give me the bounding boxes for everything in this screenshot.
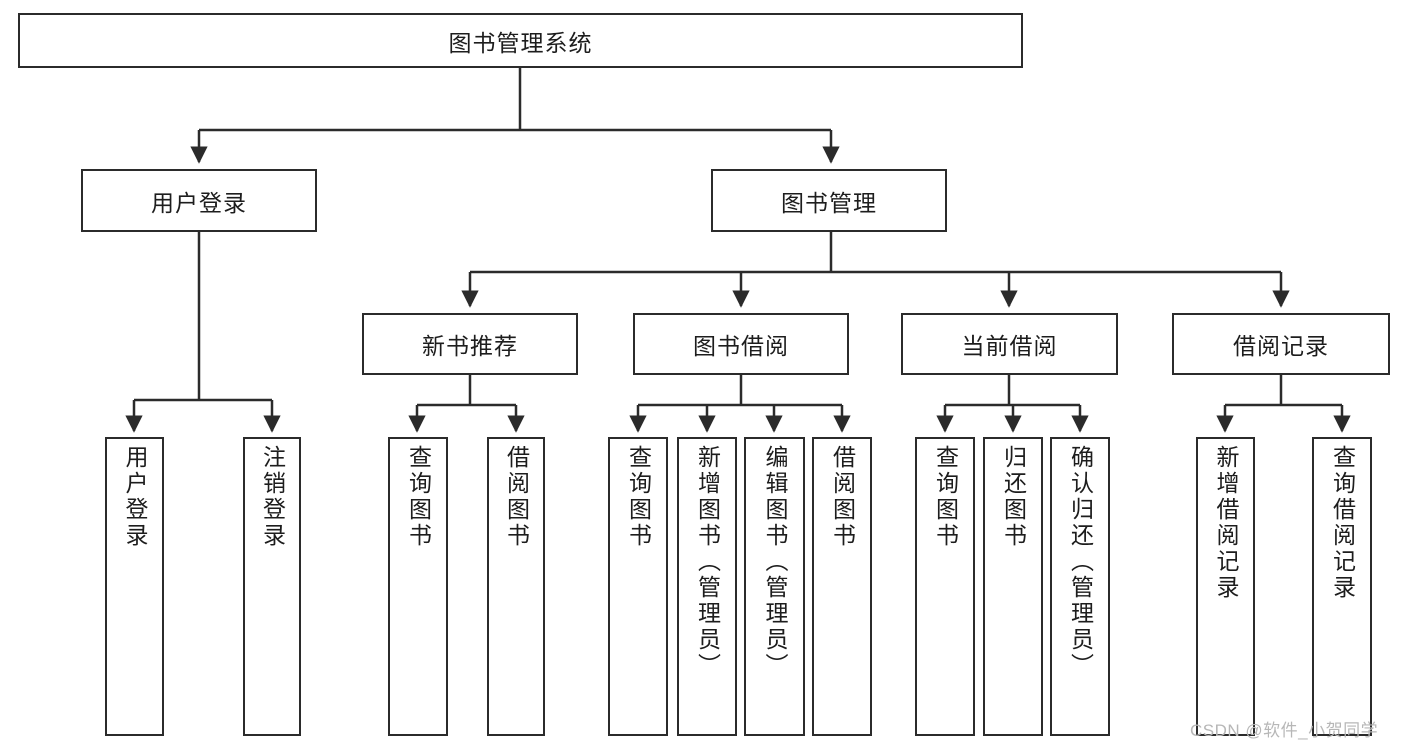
- leaf-logout[interactable]: 注销登录: [243, 437, 301, 736]
- leaf-user-login[interactable]: 用户登录: [105, 437, 164, 736]
- leaf-label: 归还图书: [1000, 445, 1027, 549]
- leaf-label: 借阅图书: [829, 445, 856, 549]
- node-user-login-label: 用户登录: [151, 189, 247, 216]
- node-borrow-record[interactable]: 借阅记录: [1172, 313, 1390, 375]
- leaf-label: 借阅图书: [503, 445, 530, 549]
- node-root-label: 图书管理系统: [448, 29, 593, 56]
- leaf-label: 新增图书（管理员）: [694, 445, 721, 679]
- leaf-edit-book-admin[interactable]: 编辑图书（管理员）: [744, 437, 805, 736]
- node-new-book-recommend[interactable]: 新书推荐: [362, 313, 578, 375]
- leaf-query-book[interactable]: 查询图书: [608, 437, 668, 736]
- node-book-manage[interactable]: 图书管理: [711, 169, 947, 232]
- node-new-book-recommend-label: 新书推荐: [422, 333, 518, 359]
- watermark: CSDN @软件_小贺同学: [1190, 721, 1379, 740]
- leaf-label: 用户登录: [122, 445, 148, 549]
- node-book-manage-label: 图书管理: [781, 189, 877, 216]
- leaf-query-borrow-record[interactable]: 查询借阅记录: [1312, 437, 1372, 736]
- node-borrow-record-label: 借阅记录: [1233, 333, 1329, 359]
- leaf-label: 新增借阅记录: [1213, 445, 1239, 601]
- leaf-label: 编辑图书（管理员）: [762, 445, 788, 679]
- leaf-add-book-admin[interactable]: 新增图书（管理员）: [677, 437, 737, 736]
- node-user-login[interactable]: 用户登录: [81, 169, 317, 232]
- leaf-label: 注销登录: [259, 445, 286, 549]
- leaf-borrow-book-recommend[interactable]: 借阅图书: [487, 437, 545, 736]
- leaf-label: 确认归还（管理员）: [1067, 445, 1094, 679]
- node-current-borrow-label: 当前借阅: [961, 333, 1058, 359]
- leaf-query-book-recommend[interactable]: 查询图书: [388, 437, 448, 736]
- node-current-borrow[interactable]: 当前借阅: [901, 313, 1118, 375]
- leaf-add-borrow-record[interactable]: 新增借阅记录: [1196, 437, 1255, 736]
- leaf-confirm-return-admin[interactable]: 确认归还（管理员）: [1050, 437, 1110, 736]
- node-book-borrow-label: 图书借阅: [693, 333, 789, 359]
- leaf-label: 查询图书: [405, 445, 432, 549]
- node-book-borrow[interactable]: 图书借阅: [633, 313, 849, 375]
- leaf-query-book-current[interactable]: 查询图书: [915, 437, 975, 736]
- leaf-label: 查询图书: [625, 445, 652, 549]
- leaf-return-book[interactable]: 归还图书: [983, 437, 1043, 736]
- node-root[interactable]: 图书管理系统: [18, 13, 1023, 68]
- leaf-label: 查询借阅记录: [1329, 445, 1356, 601]
- leaf-label: 查询图书: [932, 445, 959, 549]
- leaf-borrow-book[interactable]: 借阅图书: [812, 437, 872, 736]
